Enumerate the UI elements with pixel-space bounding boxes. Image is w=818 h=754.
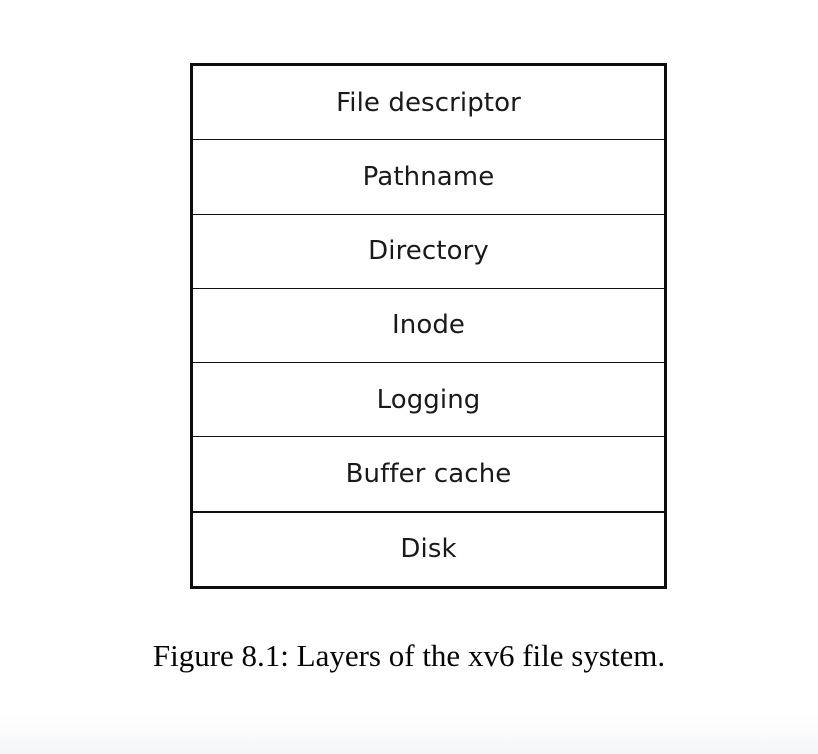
figure-caption: Figure 8.1: Layers of the xv6 file syste…	[152, 638, 666, 673]
xv6-filesystem-layer-stack: File descriptor Pathname Directory Inode…	[190, 63, 667, 589]
layer-row: File descriptor	[193, 66, 664, 140]
layer-label-disk: Disk	[400, 534, 457, 565]
layer-label-buffer-cache: Buffer cache	[345, 459, 512, 490]
layer-row: Directory	[193, 213, 664, 288]
layer-row: Pathname	[193, 139, 664, 214]
layer-row: Logging	[193, 362, 664, 437]
layer-label-file-descriptor: File descriptor	[336, 87, 521, 118]
layer-label-inode: Inode	[391, 310, 466, 341]
layer-label-pathname: Pathname	[362, 161, 495, 192]
page-bottom-edge	[0, 712, 818, 754]
layer-row: Disk	[193, 510, 664, 586]
layer-row: Buffer cache	[193, 436, 664, 511]
layer-row: Inode	[193, 287, 664, 363]
layer-label-logging: Logging	[376, 384, 481, 415]
layer-label-directory: Directory	[368, 236, 489, 267]
